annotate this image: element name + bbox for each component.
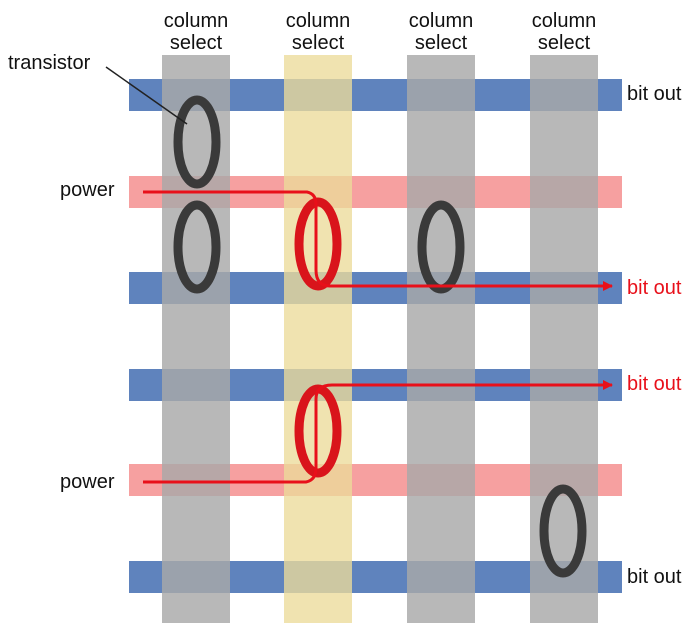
transistor-label: transistor [8, 52, 91, 74]
current-path-arrow-lower [143, 380, 613, 484]
column-select-strip-3 [407, 55, 475, 623]
bit-out-label-4: bit out [627, 566, 682, 588]
column-label-4-line1: column [532, 10, 596, 32]
power-label-bottom: power [60, 471, 115, 493]
column-label-2-line2: select [292, 32, 345, 54]
current-path-arrow-upper [143, 190, 613, 291]
transistor-leader-line [105, 66, 188, 125]
bit-out-label-1: bit out [627, 83, 682, 105]
column-label-1-line2: select [170, 32, 223, 54]
bit-out-label-3: bit out [627, 373, 682, 395]
column-label-2-line1: column [286, 10, 350, 32]
column-label-3-line1: column [409, 10, 473, 32]
column-select-strip-2 [284, 55, 352, 623]
column-label-3-line2: select [415, 32, 468, 54]
column-label-4-line2: select [538, 32, 591, 54]
transistor-icon-r2-c3 [417, 200, 465, 294]
transistor-icon-r1-c1 [173, 95, 221, 189]
active-transistor-icon-upper [294, 197, 342, 291]
transistor-icon-r2-c1 [173, 200, 221, 294]
bit-out-label-2: bit out [627, 277, 682, 299]
transistor-icon-r4-c4 [539, 484, 587, 578]
power-label-top: power [60, 179, 115, 201]
column-label-1-line1: column [164, 10, 228, 32]
